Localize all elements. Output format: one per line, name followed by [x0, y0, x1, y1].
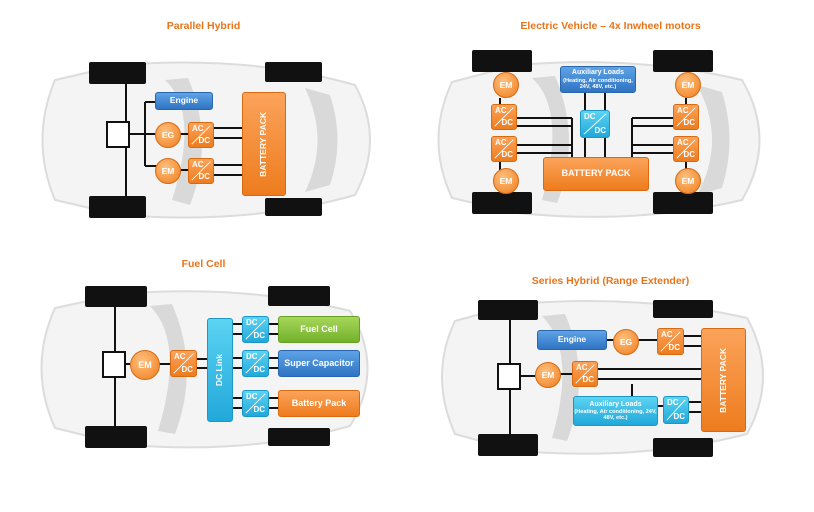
wheel — [85, 286, 147, 307]
battery-pack: Battery Pack — [278, 390, 360, 417]
em-circle: EM — [130, 350, 160, 380]
gearbox — [106, 121, 130, 148]
wheel — [653, 438, 713, 457]
panel-series-hybrid: Series Hybrid (Range Extender) Engine EG… — [407, 256, 814, 512]
panel-title: Series Hybrid (Range Extender) — [531, 275, 690, 287]
fuel-cell-box: Fuel Cell — [278, 316, 360, 343]
car-outline — [437, 50, 761, 218]
em-circle: EM — [493, 72, 519, 98]
wheel — [653, 50, 713, 72]
wheel — [653, 192, 713, 214]
battery-pack: BATTERY PACK — [543, 157, 649, 191]
em-circle: EM — [155, 158, 181, 184]
battery-pack: BATTERY PACK — [242, 92, 286, 196]
dc-link-bus: DC Link — [207, 318, 233, 422]
wheel — [268, 286, 330, 306]
gearbox — [497, 363, 521, 390]
wheel — [265, 198, 322, 216]
panel-title: Electric Vehicle – 4x Inwheel motors — [520, 20, 701, 32]
wheel — [89, 196, 146, 218]
eg-circle: EG — [155, 122, 181, 148]
auxiliary-loads-box: Auxiliary Loads(Heating, Air conditionin… — [573, 396, 658, 426]
em-circle: EM — [535, 362, 561, 388]
wheel — [472, 192, 532, 214]
wheel — [472, 50, 532, 72]
super-capacitor-box: Super Capacitor — [278, 350, 360, 377]
wheel — [653, 300, 713, 318]
wheel — [478, 300, 538, 320]
panel-title: Parallel Hybrid — [166, 20, 241, 32]
car-outline — [40, 286, 369, 449]
panel-title: Fuel Cell — [181, 258, 226, 270]
wheel — [89, 62, 146, 84]
eg-circle: EG — [613, 329, 639, 355]
em-circle: EM — [675, 168, 701, 194]
em-circle: EM — [493, 168, 519, 194]
wheel — [268, 428, 330, 446]
gearbox — [102, 351, 126, 378]
engine-box: Engine — [155, 92, 213, 110]
em-circle: EM — [675, 72, 701, 98]
engine-box: Engine — [537, 330, 607, 350]
wheel — [478, 434, 538, 456]
battery-pack: BATTERY PACK — [701, 328, 746, 432]
wheel — [85, 426, 147, 448]
auxiliary-loads-box: Auxiliary Loads(Heating, Air conditionin… — [560, 66, 636, 93]
car-outline — [441, 300, 764, 457]
panel-electric-vehicle: Electric Vehicle – 4x Inwheel motors — [407, 0, 814, 256]
wheel — [265, 62, 322, 82]
